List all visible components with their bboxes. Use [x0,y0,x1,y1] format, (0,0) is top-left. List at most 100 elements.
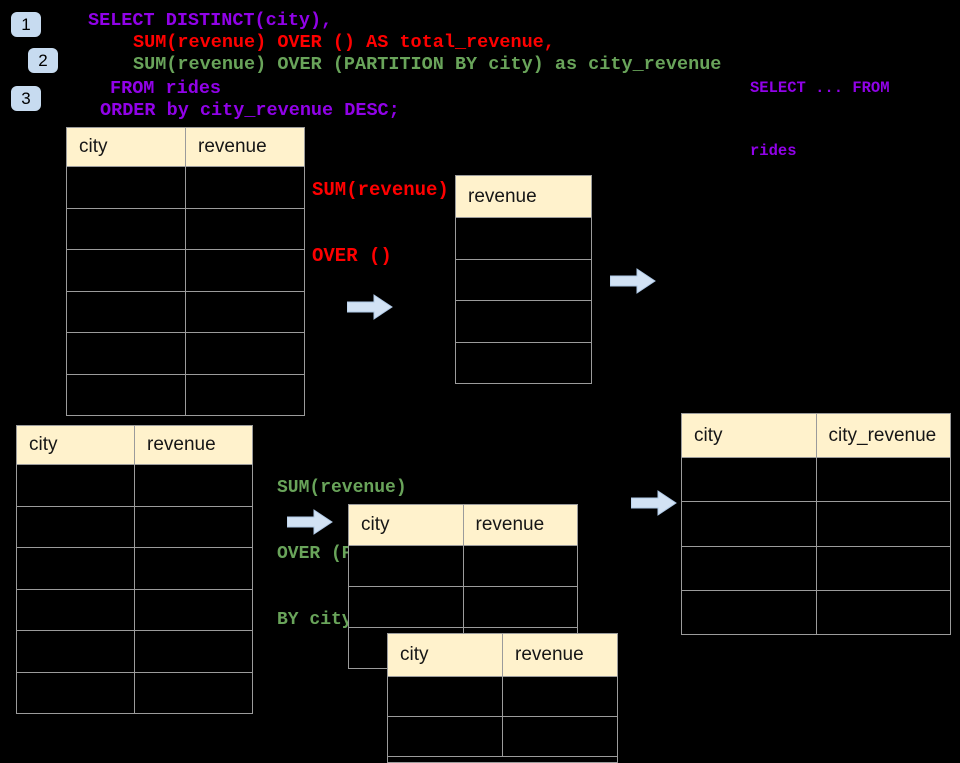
step-badge-1: 1 [11,12,41,37]
table-row [682,546,950,591]
step-badge-3: 3 [11,86,41,111]
table-cell [185,374,304,415]
table-row [17,465,252,507]
sql-line-order: ORDER by city_revenue DESC; [100,100,400,121]
table-cell [67,292,185,333]
table-cell [67,209,185,250]
table-cell [185,250,304,292]
table-header-row: city revenue [17,426,252,465]
table-cell [17,631,134,673]
table-body [456,218,591,384]
table-row [17,631,252,673]
table-cell [67,167,185,209]
table-cell [388,717,502,757]
table-header-cell-city: city [67,128,185,167]
table-row [67,208,304,250]
arrow-right-icon [630,490,677,516]
table-row [349,587,577,628]
table-row [17,589,252,631]
annotation-total-revenue: SUM(revenue) OVER () [312,135,449,311]
table-header-row: city revenue [388,634,617,677]
arrow-right-icon [346,294,393,320]
table-header-cell-revenue: revenue [185,128,304,167]
table-row [349,546,577,587]
table-body [67,167,304,415]
step-badge-2: 2 [28,48,58,73]
table-cell [456,343,591,384]
sql-line-partition: SUM(revenue) OVER (PARTITION BY city) as… [133,54,722,75]
table-row [17,672,252,714]
annotation-partition-line-1: SUM(revenue) [277,478,407,498]
table-header-row: city city_revenue [682,414,950,458]
table-cell [349,546,463,587]
table-cell [17,507,134,548]
table-row [456,218,591,260]
table-header-cell-revenue: revenue [134,426,252,465]
table-cell [185,208,304,250]
table-cell [349,587,463,628]
table-row [456,343,591,384]
slide-canvas: 1 2 3 SELECT DISTINCT(city), SUM(revenue… [11,10,951,763]
table-cell [388,677,502,717]
sql-line-total: SUM(revenue) OVER () AS total_revenue, [133,32,555,53]
table-cell [456,260,591,301]
table-header-row: revenue [456,176,591,218]
table-header-row: city revenue [67,128,304,167]
table-cell [682,547,816,591]
table-source-bottom: city revenue [16,425,253,714]
table-row [388,717,617,757]
table-header-row: city revenue [349,505,577,546]
table-cell [67,333,185,375]
table-cell [17,673,134,714]
table-cell [502,677,617,717]
table-cell [134,506,252,548]
table-row [682,590,951,634]
table-cell [815,502,950,547]
table-cell [134,548,252,590]
table-cell [134,465,252,507]
table-final-result: city city_revenue [681,413,951,635]
table-cell [134,631,252,673]
table-cell [682,458,816,503]
table-row [67,250,304,292]
table-header-cell-city-revenue: city_revenue [815,414,950,458]
table-row [456,301,591,343]
arrow-right-icon [286,509,333,535]
table-row [456,260,591,301]
table-header-cell-revenue: revenue [462,505,577,546]
table-cell [67,250,185,292]
table-header-cell-city: city [349,505,463,546]
sql-line-from: FROM rides [110,78,222,99]
table-row [67,291,304,333]
annotation-total-line-1: SUM(revenue) [312,179,449,201]
table-header-cell-revenue: revenue [502,634,617,677]
table-header-cell-city: city [17,426,134,465]
table-header-cell-city: city [682,414,816,458]
table-cell [17,548,134,590]
table-row [388,677,617,717]
table-partitioned-overlay: city revenue [387,633,618,763]
table-cell [185,167,304,209]
table-cell [815,458,950,503]
table-row [67,167,304,209]
side-note-line-2: rides [750,142,797,160]
table-cell [815,546,950,591]
table-total-result: revenue [455,175,592,384]
table-cell [17,465,134,507]
table-header-cell-revenue: revenue [456,176,591,218]
table-cell [815,590,951,634]
sql-line-select: SELECT DISTINCT(city), [88,10,333,31]
table-cell [134,672,252,713]
annotation-total-line-2: OVER () [312,245,392,267]
table-cell [682,591,816,634]
table-body [682,458,951,634]
table-cell [185,291,304,333]
side-note-select-from: SELECT ... FROM rides [750,36,890,204]
table-row [17,506,252,548]
table-body [17,465,252,714]
table-row [682,458,950,503]
table-cell [502,717,617,757]
table-row [67,333,304,375]
side-note-line-1: SELECT ... FROM [750,79,890,97]
table-cell [185,333,304,375]
